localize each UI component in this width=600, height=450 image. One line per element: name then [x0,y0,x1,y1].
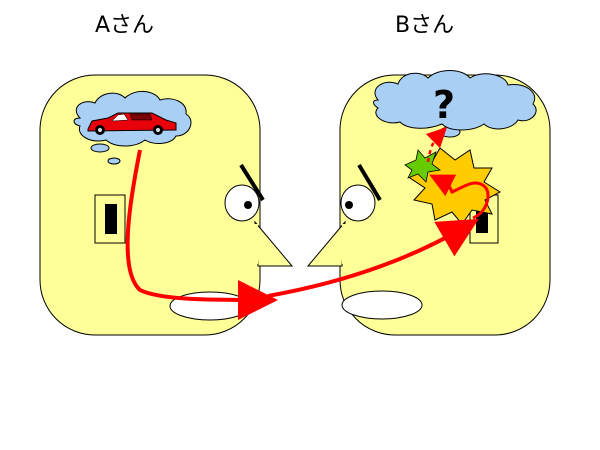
message-path [125,126,490,320]
person-a [39,74,294,336]
person-b-nose [306,220,346,267]
person-a-eye [224,184,260,222]
person-a-nose [254,220,294,267]
person-b: ? [306,70,551,336]
person-b-eye [340,184,376,222]
person-b-thought-cloud: ? [373,70,537,138]
person-b-mouth [341,290,423,320]
car-icon [87,112,177,135]
question-mark-icon: ? [433,83,455,127]
person-a-label: Aさん [95,13,154,38]
person-b-label: Bさん [395,13,454,38]
person-a-mouth [169,291,251,321]
